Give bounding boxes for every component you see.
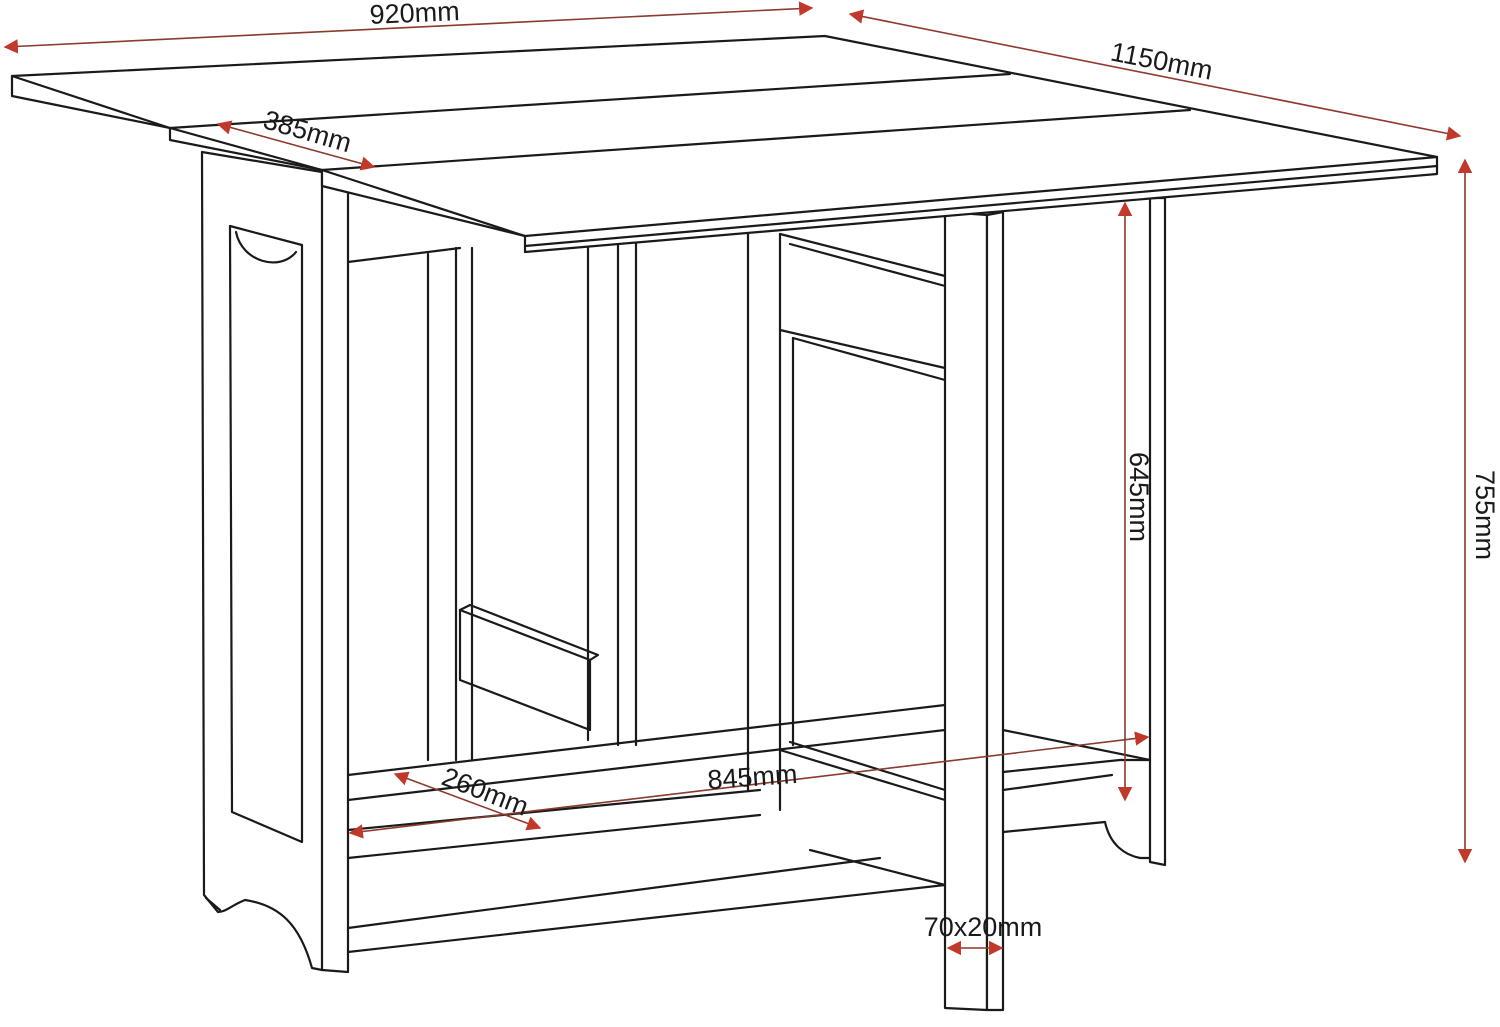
- table-drawing: [10, 34, 1439, 1012]
- leaf-width-arrow: [216, 120, 376, 171]
- top-length-label: 1150mm: [1108, 37, 1215, 86]
- total-height-label: 755mm: [1470, 470, 1500, 560]
- leg-clearance-label: 645mm: [1124, 452, 1154, 542]
- shelf-width-arrow: [348, 731, 1150, 839]
- front-legs: [943, 196, 1167, 1012]
- leg-section-label: 70x20mm: [924, 912, 1043, 942]
- dimension-arrows: [3, 1, 1473, 956]
- top-width-arrow: [3, 1, 814, 54]
- top-width-label: 920mm: [369, 0, 460, 30]
- shelf-depth-label: 260mm: [438, 761, 533, 821]
- left-end-panel: [200, 150, 350, 974]
- back-frame: [346, 238, 638, 762]
- top-length-arrow: [848, 9, 1462, 141]
- shelf-width-label: 845mm: [706, 759, 798, 795]
